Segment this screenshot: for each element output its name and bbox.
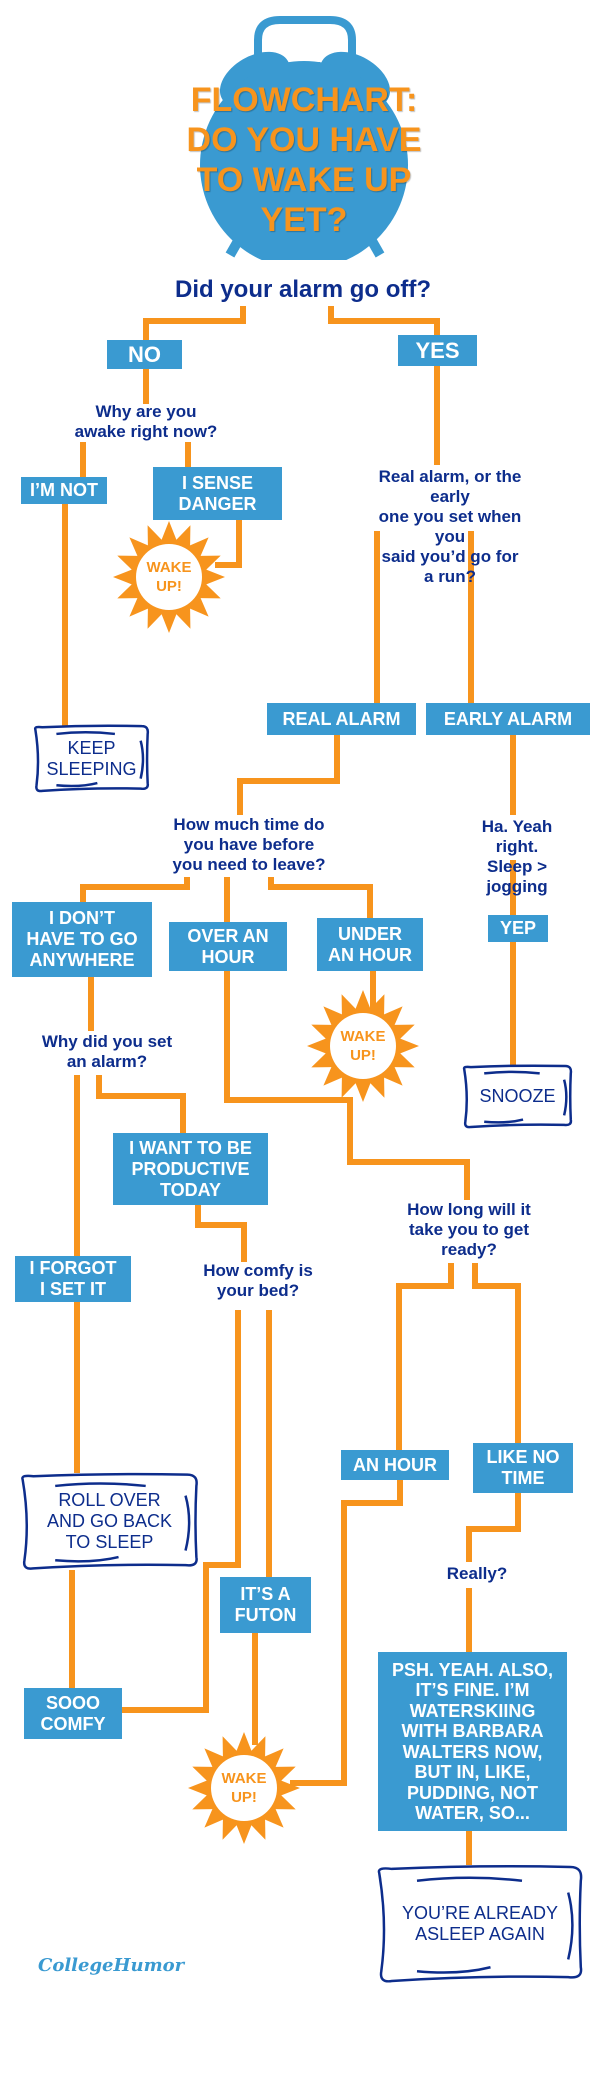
wake-up-burst: WAKE UP!	[307, 990, 419, 1102]
wake-up-label: WAKE UP!	[340, 1028, 386, 1064]
answer-like-no-time: LIKE NO TIME	[473, 1443, 573, 1493]
starburst-icon	[113, 521, 225, 633]
answer-im-not: I’M NOT	[21, 477, 107, 504]
keep-sleeping-label: KEEP SLEEPING	[46, 737, 137, 779]
answer-yes: YES	[398, 335, 477, 366]
roll-over-label: ROLL OVER AND GO BACK TO SLEEP	[46, 1490, 173, 1552]
page-title: FLOWCHART: DO YOU HAVE TO WAKE UP YET?	[186, 81, 422, 239]
question-alarm-go-off: Did your alarm go off?	[174, 276, 432, 303]
answer-sense-danger: I SENSE DANGER	[153, 467, 282, 520]
answer-forgot: I FORGOT I SET IT	[15, 1256, 131, 1302]
pillow-roll-over: ROLL OVER AND GO BACK TO SLEEP	[19, 1473, 200, 1570]
question-real-or-early: Real alarm, or the early one you set whe…	[378, 467, 522, 586]
answer-real-alarm: REAL ALARM	[267, 703, 416, 735]
wake-up-burst: WAKE UP!	[113, 521, 225, 633]
starburst-icon	[307, 990, 419, 1102]
answer-dont-have-to-go: I DON’T HAVE TO GO ANYWHERE	[12, 902, 152, 977]
collegehumor-logo: CollegeHumor	[38, 1955, 185, 1976]
question-why-set-alarm: Why did you set an alarm?	[41, 1032, 173, 1071]
pillow-keep-sleeping: KEEP SLEEPING	[33, 725, 150, 792]
answer-over-an-hour: OVER AN HOUR	[169, 922, 287, 971]
pillow-icon	[33, 725, 150, 792]
pillow-snooze: SNOOZE	[462, 1065, 573, 1128]
wake-up-burst: WAKE UP!	[188, 1732, 300, 1844]
answer-productive: I WANT TO BE PRODUCTIVE TODAY	[113, 1133, 268, 1205]
answer-yep: YEP	[488, 915, 548, 942]
alarm-clock-icon	[200, 16, 408, 260]
wake-up-label: WAKE UP!	[221, 1770, 267, 1806]
answer-sooo-comfy: SOOO COMFY	[24, 1688, 122, 1739]
starburst-icon	[188, 1732, 300, 1844]
question-why-awake: Why are you awake right now?	[74, 402, 218, 441]
pillow-icon	[462, 1065, 573, 1128]
pillow-icon	[375, 1865, 585, 1983]
answer-psh-yeah: PSH. YEAH. ALSO, IT’S FINE. I’M WATERSKI…	[378, 1652, 567, 1831]
question-how-long: How long will it take you to get ready?	[407, 1200, 531, 1259]
already-asleep-label: YOU’RE ALREADY ASLEEP AGAIN	[401, 1903, 559, 1944]
pillow-already-asleep: YOU’RE ALREADY ASLEEP AGAIN	[375, 1865, 585, 1983]
answer-under-an-hour: UNDER AN HOUR	[317, 918, 423, 971]
wake-up-label: WAKE UP!	[146, 559, 192, 595]
answer-early-alarm: EARLY ALARM	[426, 703, 590, 735]
question-really: Really?	[446, 1564, 508, 1583]
question-how-much-time: How much time do you have before you nee…	[172, 815, 326, 874]
text-ha-yeah-right: Ha. Yeah right. Sleep > jogging	[481, 817, 553, 896]
answer-no: NO	[107, 340, 182, 369]
answer-futon: IT’S A FUTON	[220, 1577, 311, 1633]
answer-an-hour: AN HOUR	[341, 1450, 449, 1480]
snooze-label: SNOOZE	[479, 1086, 556, 1106]
question-how-comfy: How comfy is your bed?	[203, 1261, 313, 1300]
pillow-icon	[19, 1473, 200, 1570]
